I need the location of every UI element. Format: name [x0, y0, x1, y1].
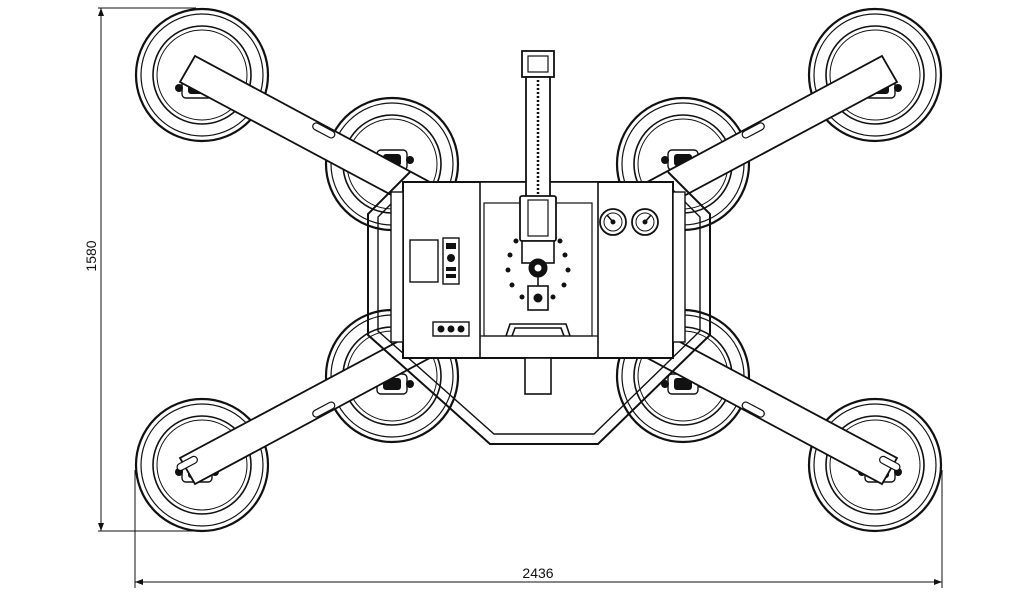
height-label: 1580 — [83, 240, 99, 271]
mount-holes — [505, 238, 571, 300]
button-panel — [432, 321, 470, 337]
support-arms — [176, 54, 901, 486]
display-screen — [409, 239, 439, 283]
control-panel-left — [409, 237, 470, 337]
button-icon — [447, 325, 455, 333]
width-label: 2436 — [522, 565, 553, 581]
dimension-height: 1580 — [83, 7, 196, 532]
button-icon — [437, 325, 445, 333]
button-icon — [457, 325, 465, 333]
handle-icon — [505, 323, 571, 337]
pressure-gauges — [599, 208, 659, 236]
gauge-icon — [631, 208, 659, 236]
octagonal-frame — [367, 171, 711, 445]
gauge-icon — [599, 208, 627, 236]
dimension-width: 2436 — [134, 470, 943, 588]
lifting-beam — [519, 50, 557, 395]
